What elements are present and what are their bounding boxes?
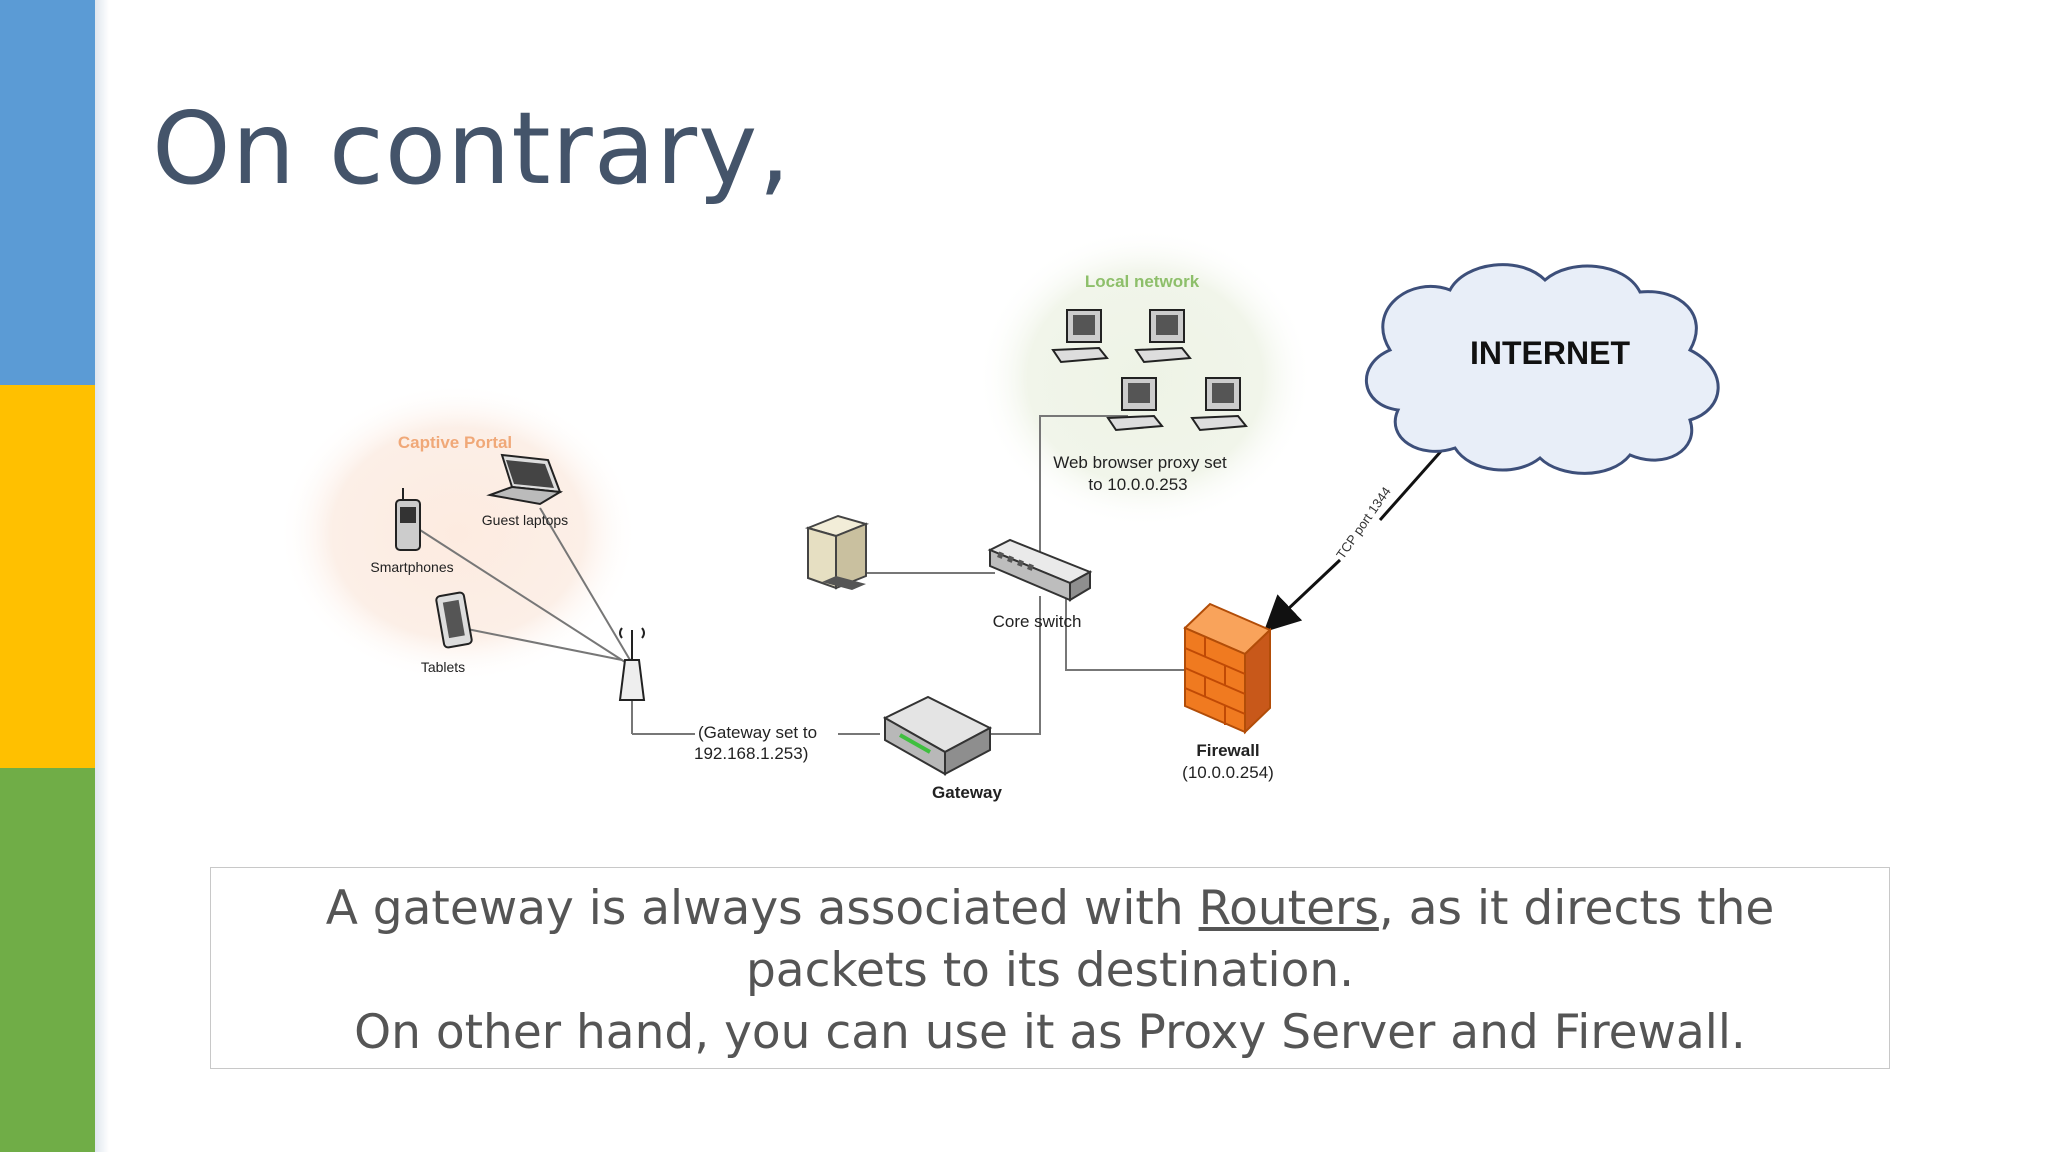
core-switch-label: Core switch	[993, 612, 1082, 631]
firewall-label: Firewall	[1196, 741, 1259, 760]
caption-line-1-pre: A gateway is always associated with	[325, 881, 1199, 936]
tablets-label: Tablets	[421, 659, 465, 675]
firewall-icon	[1183, 602, 1272, 735]
link-switch-firewall	[1065, 596, 1185, 671]
laptop-icon	[486, 453, 564, 506]
caption-line-1-post: , as it directs the	[1378, 881, 1775, 936]
wireless-access-point-icon	[618, 627, 646, 701]
side-band-edge	[95, 0, 109, 1152]
side-band-yellow	[0, 385, 95, 768]
side-band-green	[0, 768, 95, 1152]
caption-line-2: packets to its destination.	[745, 943, 1355, 998]
caption-box: A gateway is always associated with Rout…	[210, 867, 1890, 1069]
tcp-arrow	[1263, 558, 1342, 633]
caption-line-3: On other hand, you can use it as Proxy S…	[354, 1005, 1746, 1060]
core-switch-icon	[987, 538, 1093, 602]
proxy-label-line1: Web browser proxy set	[1053, 453, 1227, 472]
tcp-port-label: TCP port 1344	[1333, 484, 1394, 562]
internet-label: INTERNET	[1470, 335, 1630, 371]
link-laptop-ap	[539, 507, 631, 661]
firewall-address: (10.0.0.254)	[1182, 763, 1274, 782]
slide-title: On contrary,	[152, 90, 792, 207]
caption-line-1: A gateway is always associated with Rout…	[211, 878, 1889, 940]
smartphone-icon	[395, 488, 421, 551]
gateway-device-icon	[882, 695, 993, 776]
desktop-pc-icon	[1051, 309, 1109, 364]
internet-cloud-icon	[1364, 263, 1720, 475]
link-tablet-ap	[461, 627, 623, 661]
routers-link: Routers	[1198, 881, 1379, 936]
guest-laptops-label: Guest laptops	[482, 512, 568, 528]
side-band-blue	[0, 0, 95, 385]
desktop-pc-icon	[1134, 309, 1192, 364]
tablet-icon	[435, 591, 473, 649]
server-icon	[804, 514, 870, 590]
captive-portal-zone	[278, 383, 638, 683]
link-phone-ap	[419, 529, 626, 663]
local-network-label: Local network	[1085, 272, 1200, 291]
link-switch-local	[1039, 415, 1128, 555]
smartphones-label: Smartphones	[370, 559, 453, 575]
gateway-note-line1: (Gateway set to	[698, 723, 817, 742]
gateway-note-line2: 192.168.1.253)	[694, 744, 808, 763]
desktop-pc-icon	[1106, 377, 1164, 432]
proxy-label-line2: to 10.0.0.253	[1088, 475, 1187, 494]
gateway-label: Gateway	[932, 783, 1002, 802]
captive-portal-label: Captive Portal	[398, 433, 512, 452]
link-switch-gateway	[985, 596, 1041, 735]
desktop-pc-icon	[1190, 377, 1248, 432]
